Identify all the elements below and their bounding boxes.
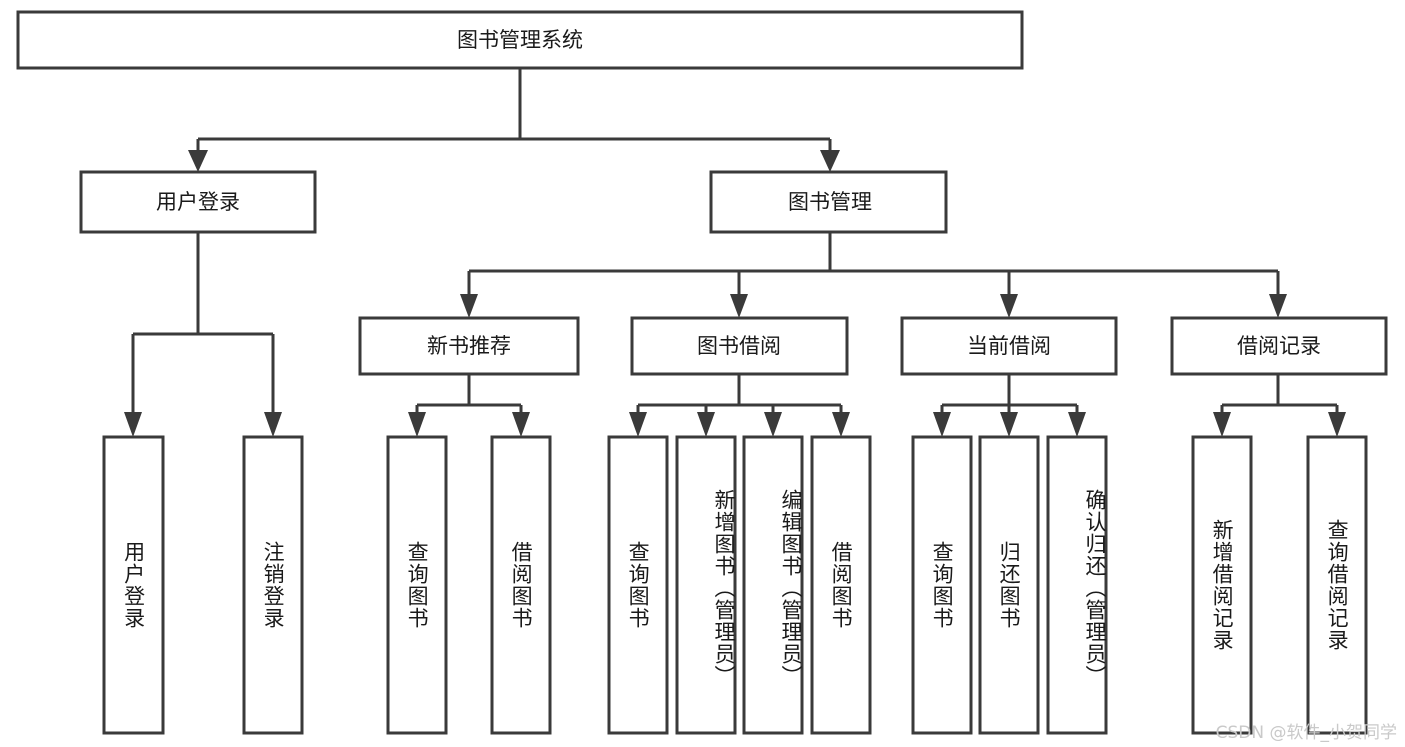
leaf-box-bb-edit-book[interactable] [742,435,804,735]
arrowhead-currentborrow-leaf-3 [1068,412,1086,437]
node-current-borrow[interactable]: 当前借阅 [900,316,1118,376]
arrowhead-leaf-user-login [124,412,142,437]
node-book-manage[interactable]: 图书管理 [709,170,948,234]
arrowhead-book-manage [820,150,840,172]
leaf-box-bb-query-book[interactable] [607,435,669,735]
node-book-borrow-label: 图书借阅 [697,334,781,358]
arrowhead-newbook-leaf-1 [408,412,426,437]
arrowhead-leaf-logout [264,412,282,437]
node-root[interactable]: 图书管理系统 [16,10,1024,70]
arrowhead-currentborrow-leaf-2 [1000,412,1018,437]
arrowhead-new-book [460,294,478,318]
node-borrow-record-label: 借阅记录 [1237,334,1321,358]
arrowhead-book-borrow [730,294,748,318]
leaf-box-cb-confirm[interactable] [1046,435,1108,735]
node-root-label: 图书管理系统 [457,28,583,52]
leaf-box-logout[interactable] [242,435,304,735]
leaf-box-br-add-record[interactable] [1191,435,1253,735]
leaf-box-br-query-record[interactable] [1306,435,1368,735]
arrowhead-bookborrow-leaf-2 [697,412,715,437]
csdn-watermark: CSDN @软件_小贺同学 [1215,723,1397,743]
arrowhead-current-borrow [1000,294,1018,318]
leaf-box-nb-query-book[interactable] [386,435,448,735]
arrowhead-bookborrow-leaf-3 [764,412,782,437]
leaf-boxes [102,435,1368,735]
arrowhead-borrowrecord-leaf-1 [1213,412,1231,437]
leaf-box-user-login[interactable] [102,435,165,735]
leaf-box-cb-return-book[interactable] [978,435,1040,735]
arrowhead-bookborrow-leaf-4 [832,412,850,437]
arrowhead-currentborrow-leaf-1 [933,412,951,437]
node-book-borrow[interactable]: 图书借阅 [630,316,849,376]
node-new-book-recommend-label: 新书推荐 [427,334,511,358]
connectors [124,68,1346,437]
arrowhead-user-login [188,150,208,172]
leaf-box-cb-query-book[interactable] [911,435,973,735]
node-book-manage-label: 图书管理 [788,190,872,214]
arrowhead-newbook-leaf-2 [512,412,530,437]
node-new-book-recommend[interactable]: 新书推荐 [358,316,580,376]
node-current-borrow-label: 当前借阅 [967,334,1051,358]
leaf-box-nb-borrow-book[interactable] [490,435,552,735]
leaf-box-bb-add-book[interactable] [675,435,737,735]
arrowhead-bookborrow-leaf-1 [629,412,647,437]
arrowhead-borrowrecord-leaf-2 [1328,412,1346,437]
leaf-box-bb-borrow-book[interactable] [810,435,872,735]
node-user-login-label: 用户登录 [156,190,240,214]
arrowhead-borrow-record [1269,294,1287,318]
node-user-login[interactable]: 用户登录 [79,170,317,234]
node-borrow-record[interactable]: 借阅记录 [1170,316,1388,376]
